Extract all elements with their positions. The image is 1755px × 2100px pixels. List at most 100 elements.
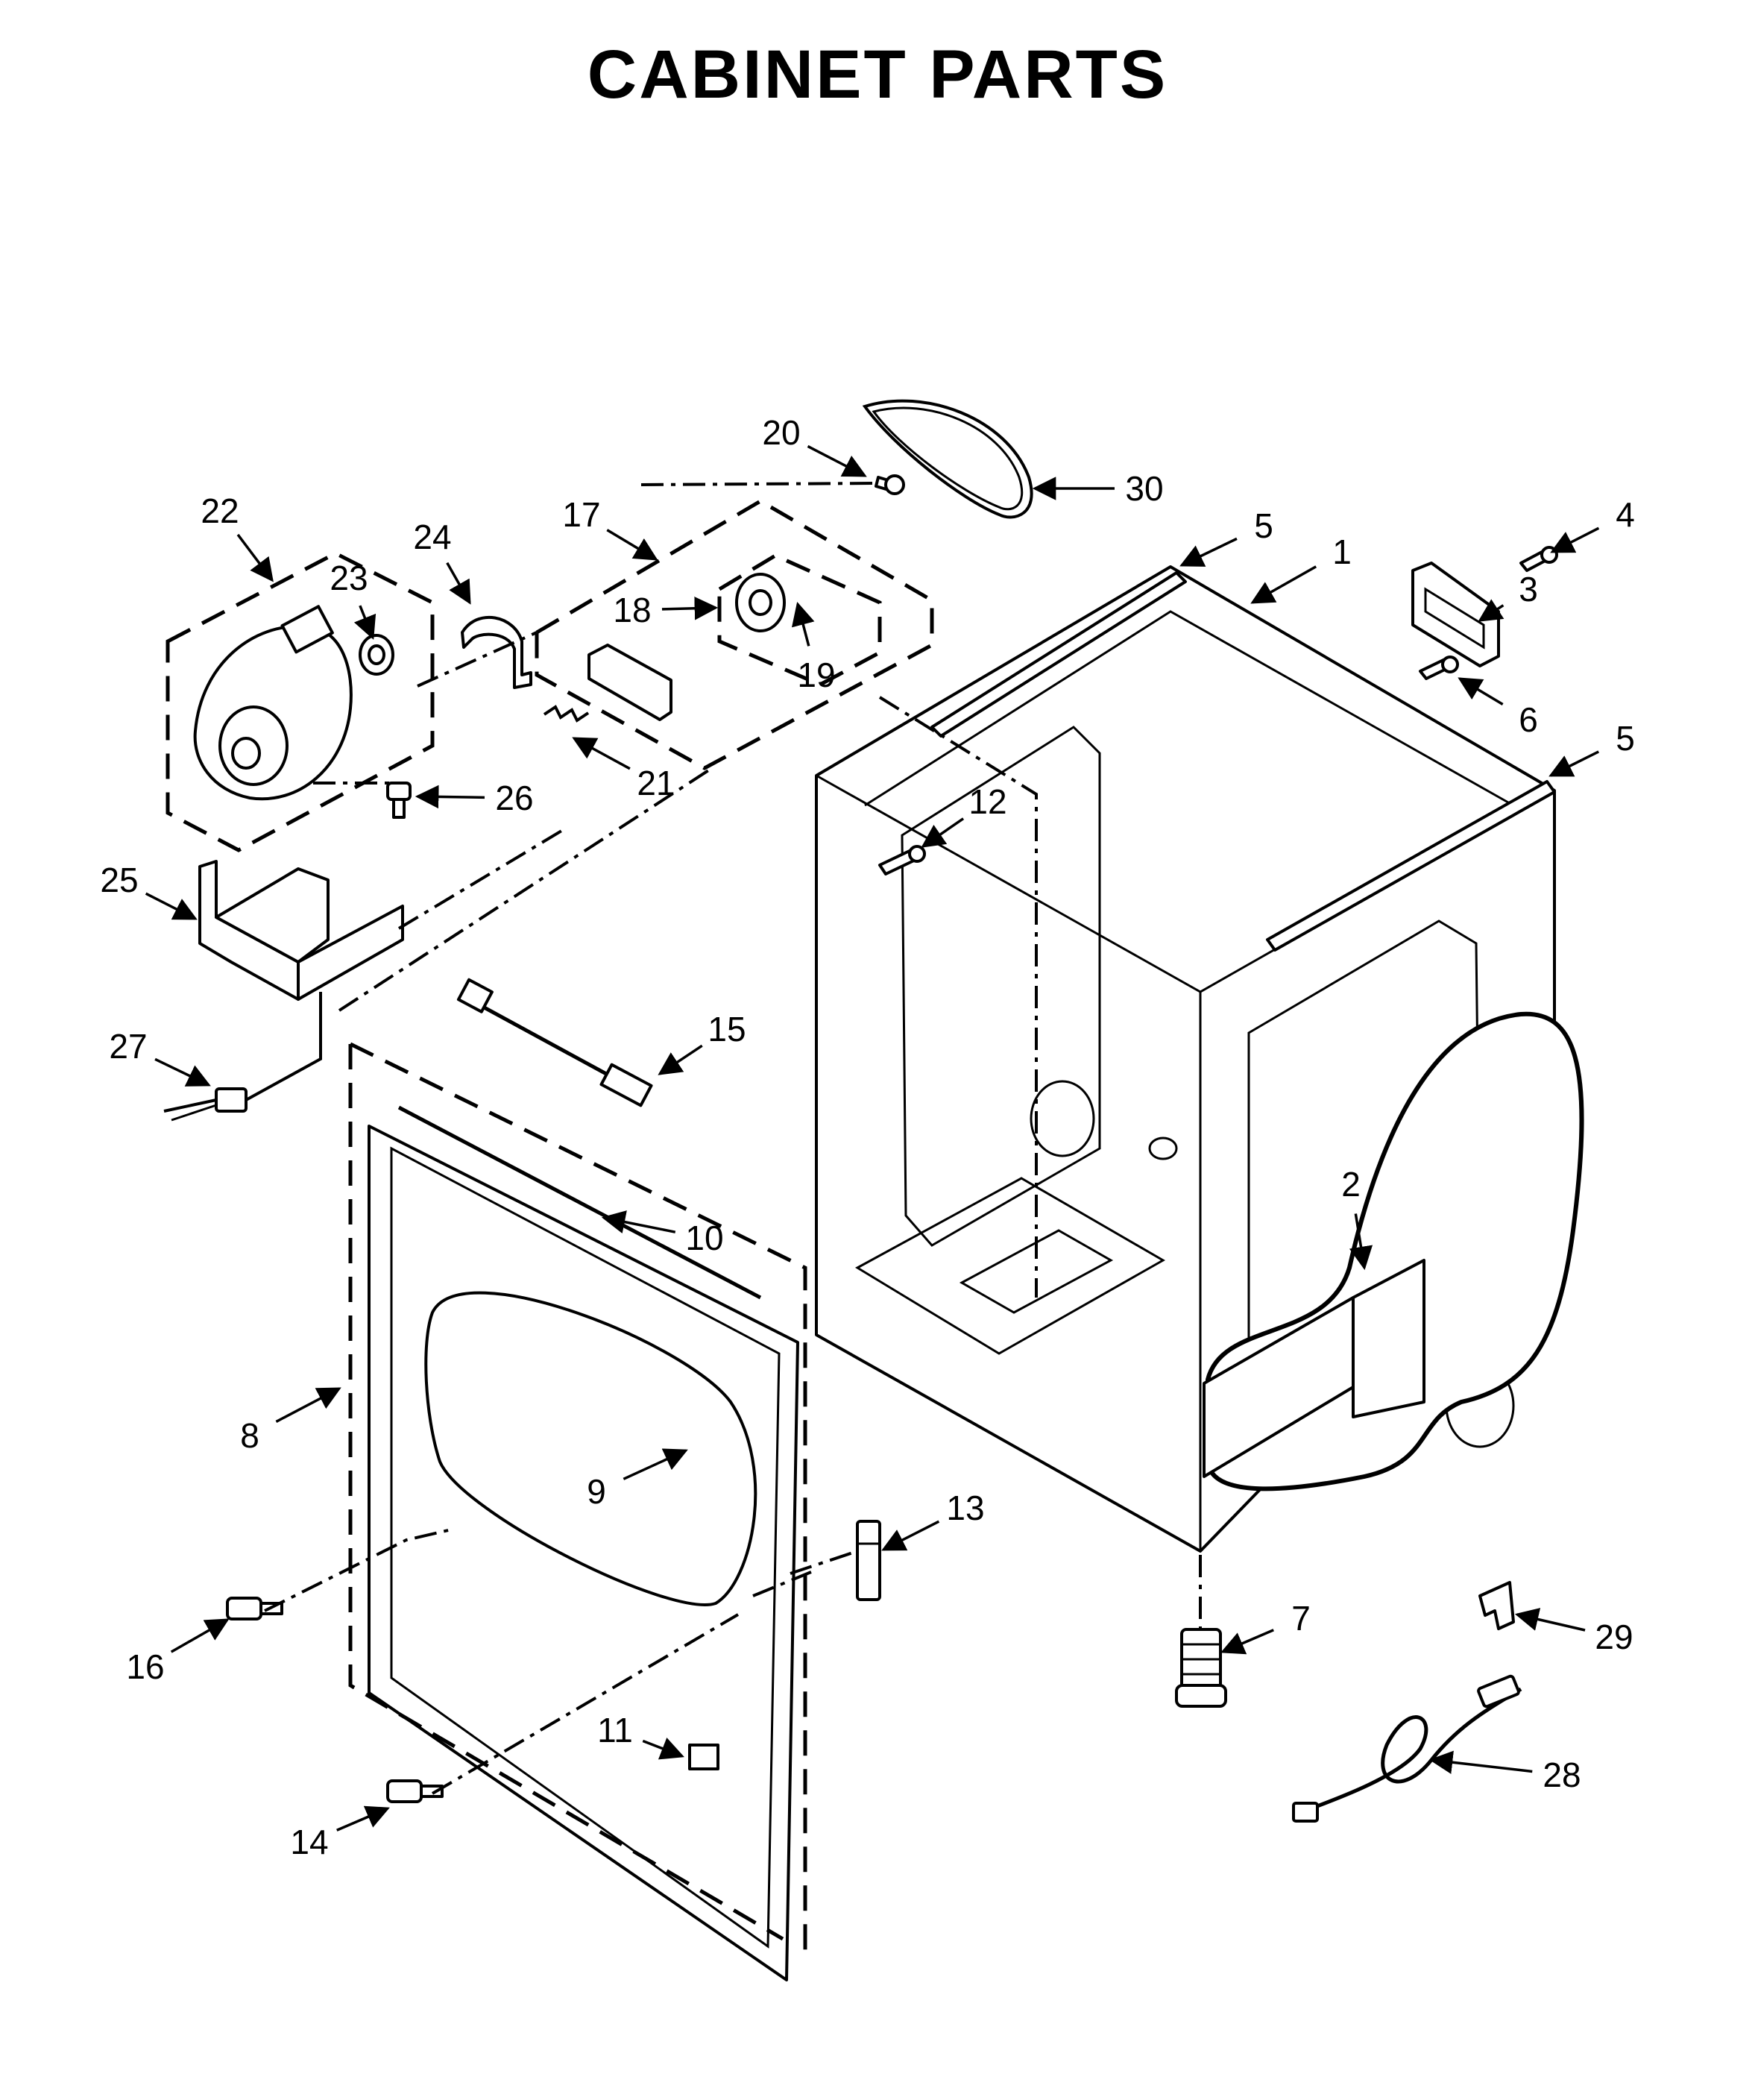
idler-assembly-outline <box>535 499 934 770</box>
callout-label: 10 <box>685 1219 723 1257</box>
motor-coupler <box>359 634 394 676</box>
top-strip-rear <box>930 571 1187 738</box>
callout-20-20: 20 <box>762 413 867 477</box>
callout-30-30: 30 <box>1032 469 1164 508</box>
callout-10-10: 10 <box>601 1210 724 1257</box>
callout-leader <box>154 1057 211 1087</box>
callout-leader <box>921 817 965 848</box>
screw-4 <box>1519 546 1558 572</box>
wire-harness-27 <box>163 1087 248 1122</box>
screw-20 <box>875 474 905 495</box>
callout-leader <box>415 785 485 809</box>
front-panel-outline-left <box>348 1044 784 1941</box>
idler-pulley <box>735 573 786 632</box>
callout-1-0: 1 <box>1250 532 1352 604</box>
callout-leader <box>791 601 815 647</box>
callout-leader <box>658 1044 703 1075</box>
callout-label: 23 <box>330 559 368 597</box>
callout-label: 5 <box>1616 719 1635 758</box>
callout-leader <box>661 597 719 620</box>
callout-label: 22 <box>201 491 239 530</box>
callout-18-18: 18 <box>613 591 719 629</box>
callout-leader <box>601 1210 676 1234</box>
callout-label: 7 <box>1291 1599 1311 1638</box>
callout-leader <box>1548 750 1600 777</box>
callout-25-25: 25 <box>100 861 198 920</box>
idler-spring <box>543 705 590 723</box>
callout-label: 9 <box>587 1472 606 1511</box>
callout-leader <box>572 737 631 770</box>
callout-label: 6 <box>1519 700 1538 739</box>
callout-leader <box>1179 537 1238 567</box>
callout-label: 20 <box>762 413 800 452</box>
callout-5-4: 5 <box>1179 506 1273 567</box>
callout-14-14: 14 <box>290 1805 390 1861</box>
callout-leader <box>881 1520 940 1551</box>
callout-label: 3 <box>1519 570 1538 609</box>
callout-22-22: 22 <box>201 491 274 582</box>
callout-leader <box>1514 1608 1586 1632</box>
callout-label: 18 <box>613 591 651 629</box>
callout-19-19: 19 <box>791 601 836 694</box>
callout-label: 21 <box>637 764 675 802</box>
callout-leader <box>1220 1629 1274 1655</box>
motor-outline <box>166 551 435 852</box>
callout-label: 26 <box>495 779 533 817</box>
callout-leader <box>353 605 376 640</box>
screw-6 <box>1419 656 1459 680</box>
callout-label: 4 <box>1616 495 1635 534</box>
callout-7-7: 7 <box>1220 1599 1311 1655</box>
callout-label: 14 <box>290 1823 328 1861</box>
callout-17-17: 17 <box>562 495 658 561</box>
callout-3-2: 3 <box>1478 570 1538 622</box>
assembly-lines <box>264 482 1202 1795</box>
callout-15-15: 15 <box>658 1010 746 1075</box>
leveling-leg <box>1175 1628 1227 1708</box>
callout-leader <box>275 1387 341 1423</box>
idler-bracket <box>587 644 672 721</box>
callout-2-1: 2 <box>1341 1165 1373 1271</box>
callout-8-8: 8 <box>240 1387 341 1455</box>
callout-leader <box>1250 565 1317 604</box>
callout-leader <box>446 562 471 605</box>
callout-leader <box>1428 1750 1533 1774</box>
callout-label: 15 <box>708 1010 746 1049</box>
callout-label: 17 <box>562 495 600 534</box>
screw-16 <box>226 1597 283 1620</box>
rear-bracket <box>1411 562 1500 667</box>
top-strip-right <box>1266 780 1556 952</box>
front-panel-outline <box>349 1042 807 1954</box>
callout-leader <box>336 1805 390 1832</box>
callout-label: 28 <box>1543 1755 1581 1794</box>
callout-28-28: 28 <box>1428 1750 1581 1794</box>
callout-label: 16 <box>126 1647 164 1686</box>
screw-12 <box>878 845 926 875</box>
diagram-title: CABINET PARTS <box>587 37 1168 113</box>
callout-leader <box>1349 1213 1373 1271</box>
callout-6-6: 6 <box>1458 677 1538 739</box>
wire-harness <box>456 978 653 1107</box>
callout-label: 12 <box>968 782 1006 821</box>
callout-16-16: 16 <box>126 1618 230 1686</box>
callout-leader <box>1458 677 1504 705</box>
callout-26-26: 26 <box>415 779 534 817</box>
screw-14 <box>386 1779 444 1803</box>
callout-leader <box>807 444 867 477</box>
callout-11-11: 11 <box>597 1711 684 1760</box>
callout-leader <box>170 1618 230 1653</box>
label-tag <box>688 1744 719 1770</box>
drive-motor <box>193 605 353 801</box>
callout-21-21: 21 <box>572 737 675 802</box>
motor-clamp <box>461 615 532 689</box>
callout-5-5: 5 <box>1548 719 1635 777</box>
callout-leader <box>236 533 274 582</box>
callout-29-29: 29 <box>1514 1608 1633 1656</box>
callout-label: 29 <box>1595 1618 1633 1656</box>
strain-relief <box>1478 1581 1515 1630</box>
power-cord <box>1292 1674 1522 1823</box>
callout-label: 11 <box>597 1711 633 1750</box>
screw-26 <box>386 782 412 819</box>
callout-label: 30 <box>1125 469 1163 508</box>
callout-27-27: 27 <box>109 1027 211 1087</box>
